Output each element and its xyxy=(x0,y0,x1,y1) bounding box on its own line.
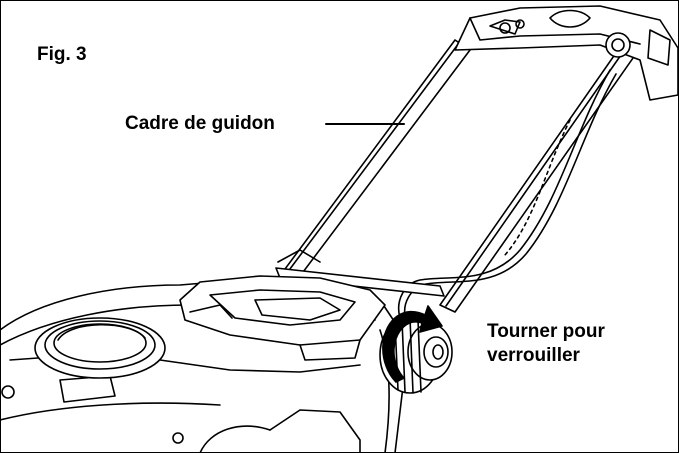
fill-cap xyxy=(34,317,166,379)
handle-frame-callout: Cadre de guidon xyxy=(125,113,275,134)
handle-control-bar xyxy=(454,5,679,101)
turn-callout-line1: Tourner pour xyxy=(487,321,605,342)
rotation-arrow xyxy=(382,305,443,383)
lower-crossbar xyxy=(275,249,445,297)
turn-callout-line2: verrouiller xyxy=(487,345,580,366)
center-housing xyxy=(179,275,386,361)
turn-to-lock-callout: Tourner pour verrouiller xyxy=(487,320,605,368)
figure-label: Fig. 3 xyxy=(37,44,87,65)
